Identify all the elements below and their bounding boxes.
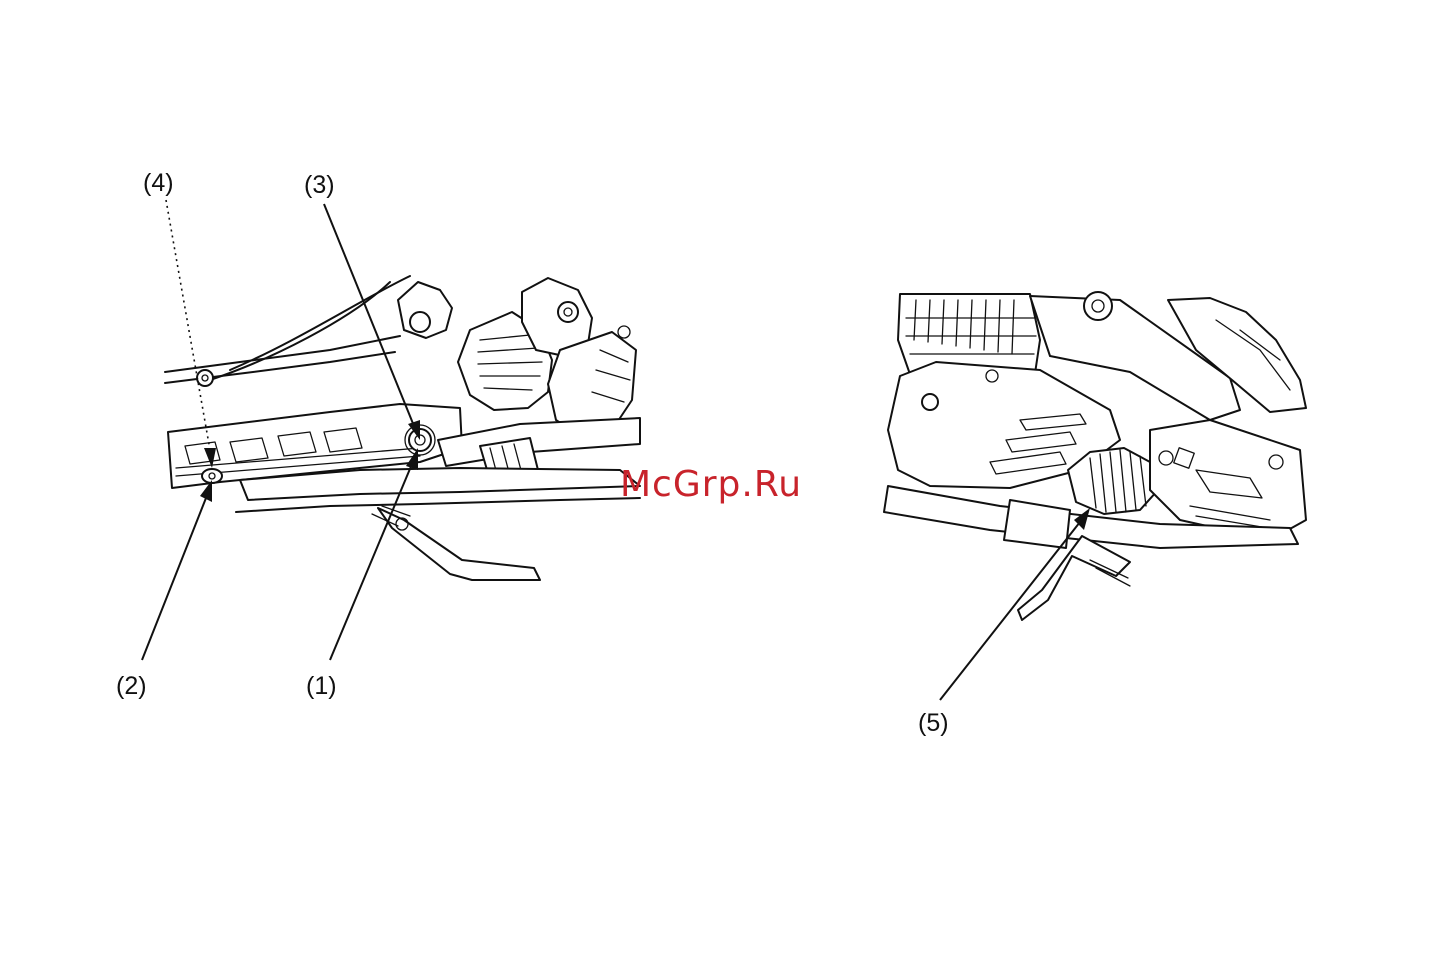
left-engine-illustration bbox=[165, 276, 640, 580]
watermark: McGrp.Ru bbox=[620, 464, 802, 505]
callout-label-1: (1) bbox=[306, 672, 337, 700]
callout-label-2: (2) bbox=[116, 672, 147, 700]
right-engine-illustration bbox=[884, 292, 1306, 620]
leader-5 bbox=[940, 522, 1080, 700]
callout-label-3: (3) bbox=[304, 171, 335, 199]
leader-2 bbox=[142, 498, 206, 660]
callout-label-5: (5) bbox=[918, 709, 949, 737]
leader-4 bbox=[166, 200, 210, 450]
callout-label-4: (4) bbox=[143, 169, 174, 197]
